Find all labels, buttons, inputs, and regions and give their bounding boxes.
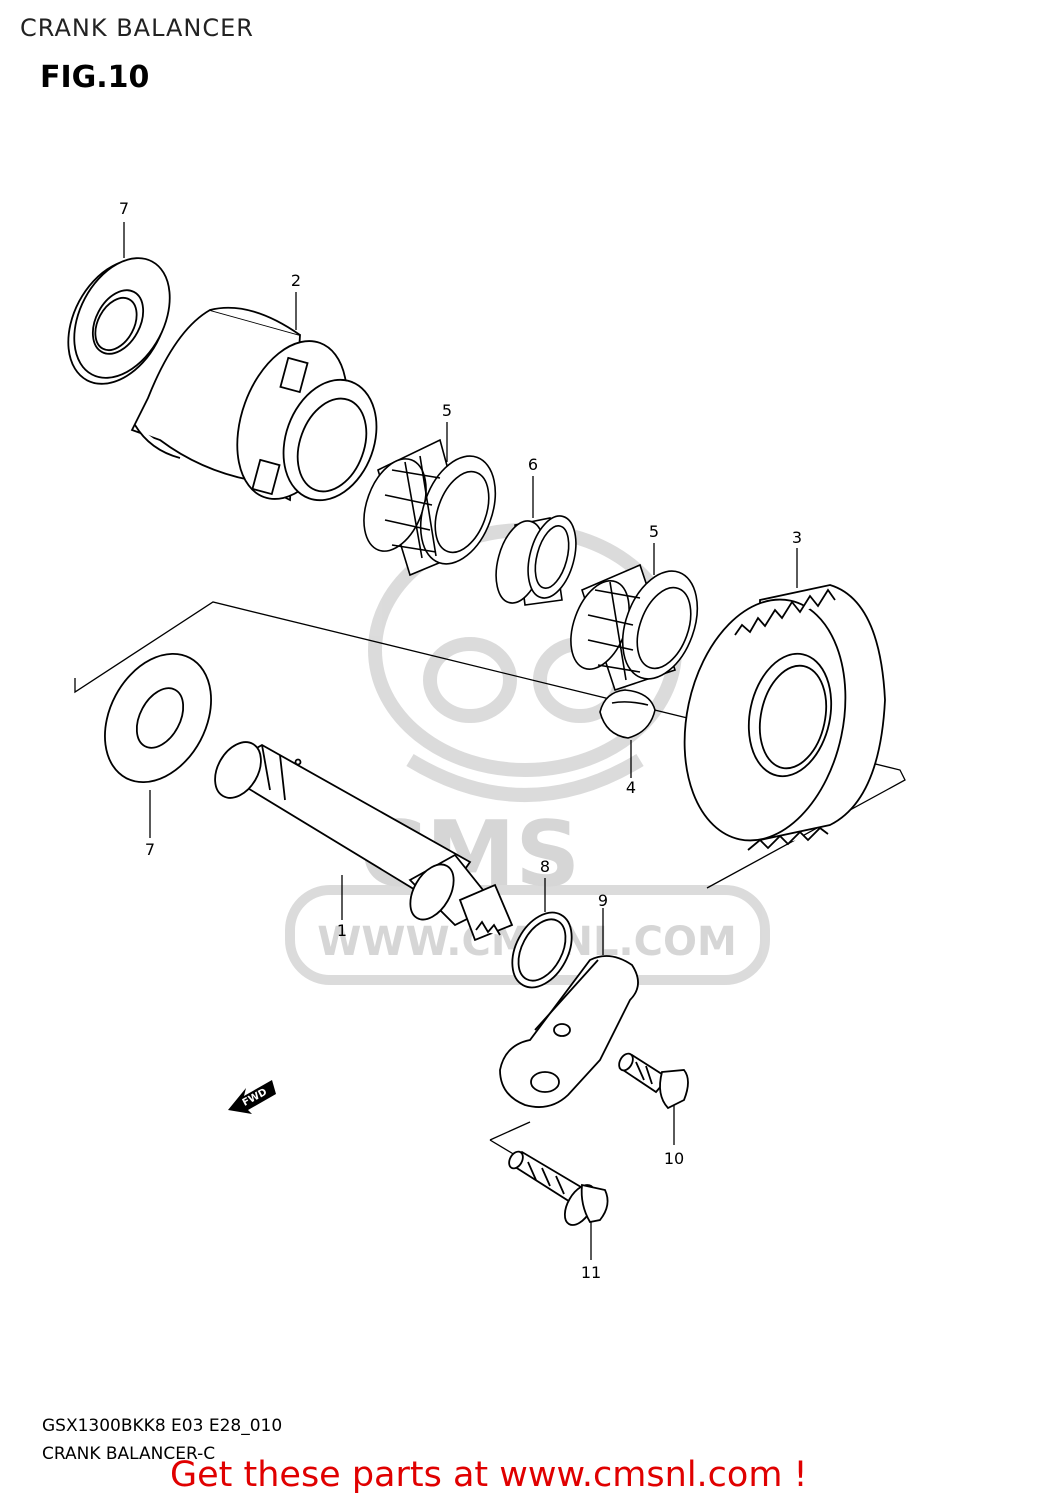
part-2-balancer-weight [132, 308, 393, 514]
part-10-bolt [616, 1051, 688, 1108]
callout-9: 9 [598, 891, 608, 910]
callout-3: 3 [792, 528, 802, 547]
cta-link[interactable]: Get these parts at www.cmsnl.com ! [170, 1455, 808, 1495]
callout-4: 4 [626, 778, 636, 797]
callout-7-lower: 7 [145, 840, 155, 859]
callout-10: 10 [664, 1149, 684, 1168]
callout-leaders [123, 222, 798, 1260]
callout-5-upper: 5 [442, 401, 452, 420]
callout-6: 6 [528, 455, 538, 474]
part-7-oil-seal-top [48, 242, 189, 401]
callout-7-top: 7 [119, 199, 129, 218]
exploded-parts-diagram: CMS WWW.CMSNL.COM [0, 199, 906, 1282]
part-11-flange-bolt [506, 1149, 607, 1230]
part-4-key [600, 690, 655, 738]
fwd-arrow-icon: FWD [228, 1080, 276, 1114]
callout-1: 1 [337, 921, 347, 940]
diagram-code: GSX1300BKK8 E03 E28_010 [42, 1416, 283, 1436]
callout-8: 8 [540, 857, 550, 876]
callout-2: 2 [291, 271, 301, 290]
callout-11: 11 [581, 1263, 601, 1282]
figure-label: FIG.10 [40, 60, 150, 95]
page-heading: CRANK BALANCER [20, 14, 254, 42]
part-9-balancer-arm [500, 956, 638, 1107]
callout-5-lower: 5 [649, 522, 659, 541]
part-5-needle-bearing-upper [352, 440, 509, 575]
part-1-balancer-shaft [206, 734, 512, 940]
part-3-balancer-gear [663, 584, 885, 855]
diagram-name: CRANK BALANCER-C [42, 1444, 216, 1464]
part-6-spacer [488, 511, 584, 609]
part-5-needle-bearing-lower [560, 561, 711, 690]
part-7-washer-lower [84, 635, 233, 800]
part-8-o-ring [500, 902, 583, 997]
